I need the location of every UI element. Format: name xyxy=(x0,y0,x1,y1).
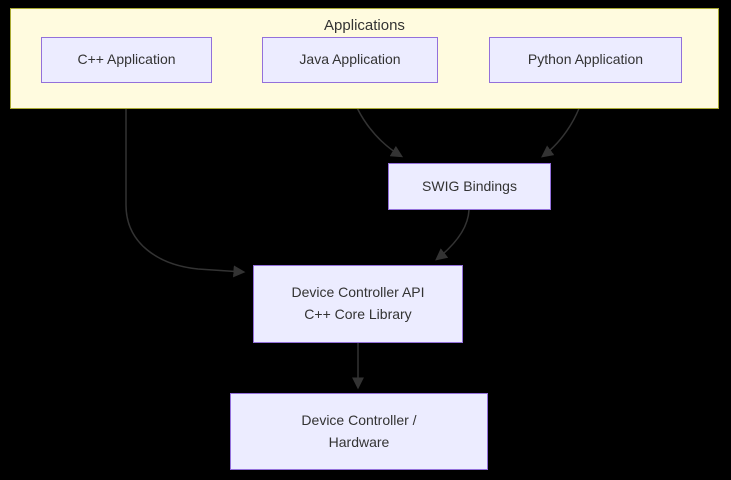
node-swig-bindings: SWIG Bindings xyxy=(388,163,551,210)
node-device-controller-api: Device Controller API C++ Core Library xyxy=(253,265,463,343)
node-device-controller-api-label-line1: Device Controller API xyxy=(291,284,425,301)
edge-cpp-to-api xyxy=(125,83,246,278)
node-cpp-application-label: C++ Application xyxy=(77,51,176,68)
node-device-controller-hardware: Device Controller / Hardware xyxy=(230,393,488,470)
node-java-application-label: Java Application xyxy=(299,51,401,68)
node-device-controller-hardware-label-line1: Device Controller / xyxy=(301,411,417,428)
node-python-application-label: Python Application xyxy=(527,51,644,68)
edge-swig-to-api xyxy=(435,209,470,261)
node-swig-bindings-label: SWIG Bindings xyxy=(422,177,517,194)
node-python-application: Python Application xyxy=(489,37,682,83)
node-java-application: Java Application xyxy=(262,37,438,83)
node-cpp-application: C++ Application xyxy=(41,37,212,83)
subgraph-applications-title: Applications xyxy=(324,17,405,34)
node-device-controller-hardware-label-line2: Hardware xyxy=(328,433,390,450)
node-device-controller-api-label-line2: C++ Core Library xyxy=(304,306,412,322)
